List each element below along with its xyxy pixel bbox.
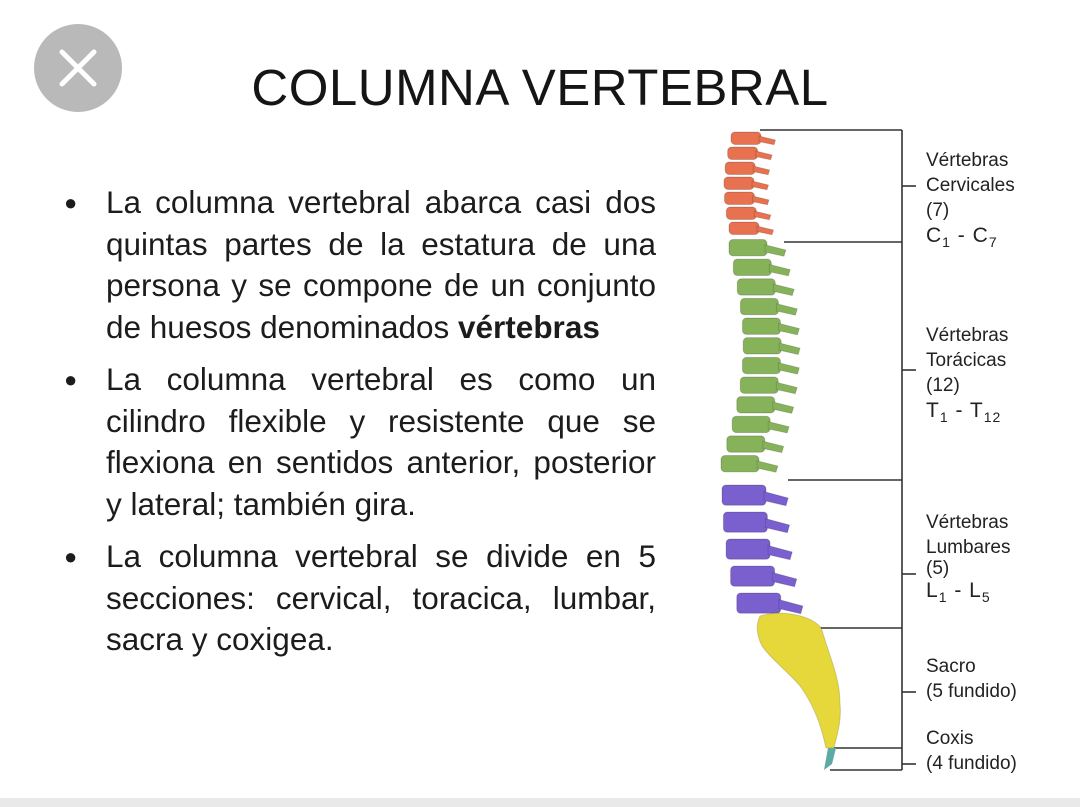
close-button[interactable] bbox=[34, 24, 122, 112]
bullet-list: ● La columna vertebral abarca casi dos q… bbox=[60, 182, 656, 672]
bullet-dot-icon: ● bbox=[64, 190, 78, 215]
cervical-vertebra-process bbox=[751, 180, 770, 191]
thoracic-vertebra-process bbox=[775, 303, 798, 316]
thoracic-vertebra bbox=[742, 337, 782, 355]
lumbar-vertebrae bbox=[721, 484, 804, 615]
cervical-vertebra bbox=[727, 146, 759, 160]
bracket-lines bbox=[760, 129, 916, 771]
thoracic-vertebra-process bbox=[778, 342, 801, 356]
cervical-vertebra bbox=[723, 176, 755, 190]
bullet-bold-term: vértebras bbox=[458, 308, 600, 345]
bullet-item: ● La columna vertebral abarca casi dos q… bbox=[60, 182, 656, 348]
sacrum-shape bbox=[756, 612, 841, 749]
thoracic-vertebra-process bbox=[756, 460, 779, 473]
label-coccyx: Coxis (4 fundido) bbox=[926, 728, 1017, 774]
lumbar-vertebra-process bbox=[767, 544, 793, 561]
thoracic-vertebra-process bbox=[775, 381, 798, 395]
bullet-item: ● La columna vertebral es como un cilind… bbox=[60, 359, 656, 525]
thoracic-vertebra bbox=[741, 317, 781, 335]
thoracic-vertebra-process bbox=[777, 361, 800, 375]
spine-illustration bbox=[720, 129, 916, 771]
lumbar-vertebra-process bbox=[764, 517, 791, 534]
label-cervical: Vértebras Cervicales (7) C1 - C7 bbox=[926, 150, 1015, 250]
cervical-vertebrae bbox=[723, 131, 777, 236]
lumbar-vertebra bbox=[725, 538, 771, 560]
cervical-vertebra-process bbox=[751, 195, 770, 206]
spine-diagram: Vértebras Cervicales (7) C1 - C7 Vértebr… bbox=[690, 118, 1070, 788]
cervical-vertebra bbox=[723, 191, 755, 205]
bullet-text: La columna vertebral se divide en 5 secc… bbox=[106, 538, 656, 657]
thoracic-vertebra-process bbox=[764, 244, 787, 257]
bullet-dot-icon: ● bbox=[64, 367, 78, 392]
thoracic-vertebra bbox=[739, 297, 779, 316]
cervical-vertebra-process bbox=[755, 150, 773, 161]
thoracic-vertebrae bbox=[720, 239, 801, 473]
thoracic-vertebra bbox=[720, 455, 760, 473]
label-lumbar: Vértebras Lumbares (5) L1 - L5 bbox=[926, 512, 1011, 605]
slide-title: COLUMNA VERTEBRAL bbox=[251, 59, 829, 116]
thoracic-vertebra-process bbox=[772, 283, 795, 297]
bullet-text: La columna vertebral abarca casi dos qui… bbox=[106, 184, 656, 345]
bullet-text: La columna vertebral es como un cilindro… bbox=[106, 361, 656, 522]
thoracic-vertebra bbox=[728, 239, 768, 257]
thoracic-vertebra-process bbox=[768, 263, 791, 277]
thoracic-vertebra-process bbox=[762, 440, 785, 454]
close-icon bbox=[59, 49, 97, 87]
label-thoracic: Vértebras Torácicas (12) T1 - T12 bbox=[926, 325, 1009, 425]
thoracic-vertebra bbox=[732, 258, 772, 277]
coccyx-shape bbox=[824, 748, 836, 770]
thoracic-vertebra bbox=[741, 356, 781, 375]
cervical-vertebra-process bbox=[753, 210, 772, 221]
lumbar-vertebra bbox=[730, 565, 776, 587]
lumbar-vertebra-process bbox=[763, 490, 789, 507]
lumbar-vertebra bbox=[722, 511, 768, 533]
lumbar-vertebra bbox=[721, 484, 767, 506]
thoracic-vertebra-process bbox=[767, 420, 790, 434]
lumbar-vertebra-process bbox=[772, 571, 798, 588]
cervical-vertebra bbox=[724, 161, 756, 175]
thoracic-vertebra bbox=[731, 415, 771, 434]
lumbar-vertebra bbox=[736, 592, 782, 614]
cervical-vertebra bbox=[725, 206, 757, 220]
bullet-item: ● La columna vertebral se divide en 5 se… bbox=[60, 536, 656, 661]
thoracic-vertebra bbox=[736, 278, 776, 296]
thoracic-vertebra bbox=[726, 435, 766, 453]
cervical-vertebra-process bbox=[758, 135, 777, 146]
bottom-bar bbox=[0, 798, 1080, 807]
thoracic-vertebra bbox=[739, 376, 779, 394]
thoracic-vertebra-process bbox=[777, 322, 800, 336]
label-sacrum: Sacro (5 fundido) bbox=[926, 656, 1017, 702]
thoracic-vertebra-process bbox=[772, 401, 795, 414]
cervical-vertebra-process bbox=[756, 225, 775, 236]
cervical-vertebra bbox=[728, 221, 760, 235]
bullet-dot-icon: ● bbox=[64, 544, 78, 569]
cervical-vertebra-process bbox=[752, 165, 771, 176]
cervical-vertebra bbox=[730, 131, 762, 145]
lumbar-vertebra-process bbox=[778, 598, 804, 615]
thoracic-vertebra bbox=[736, 396, 776, 414]
